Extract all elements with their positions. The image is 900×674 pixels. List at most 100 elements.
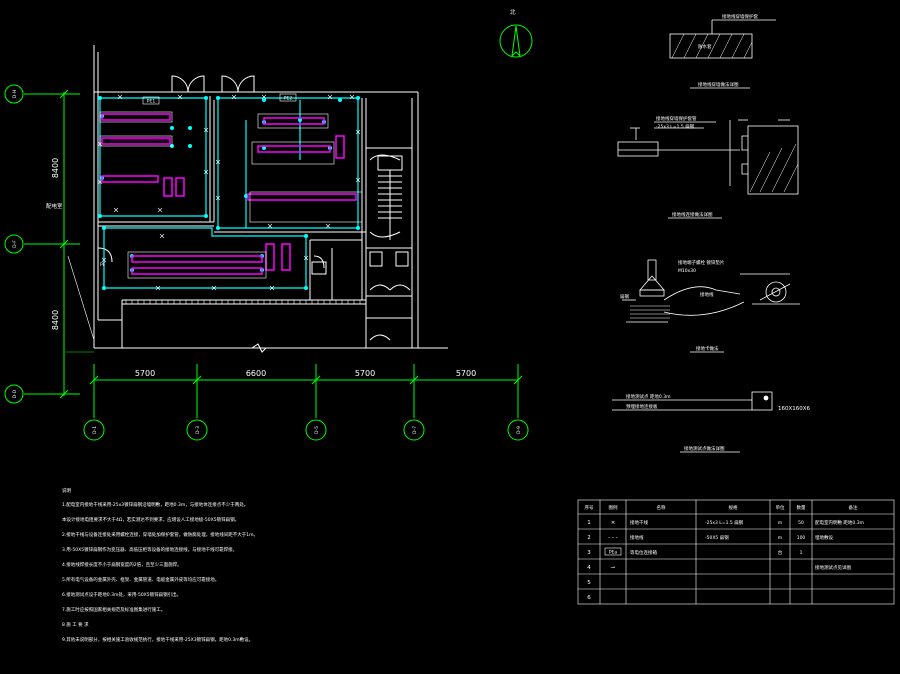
tag-pf: PF: [100, 262, 106, 268]
dim-left-2: 8400: [51, 310, 60, 330]
dimension-labels: 5700 6600 5700 5700 8400 8400 D-H D-F D-…: [12, 8, 522, 434]
note-line-1: 1.配电室内接地干线采用-25x3镀锌扁钢沿墙明敷，距地0.3m，与接地体连接点…: [62, 501, 248, 508]
conductor-cross-marks: [97, 94, 361, 291]
break-mark: [251, 343, 267, 353]
north-arrow-icon: [511, 25, 521, 58]
th-name: 名称: [657, 504, 666, 511]
switchgear-cabinets: [101, 113, 357, 275]
note-line-4: 3.用-50X5镀锌扁钢作为变压器、高低压柜等设备的接地连接线，与接地干线可靠焊…: [62, 546, 237, 553]
detail-3-label-a: 接地端子螺栓 镀锌垫片: [678, 259, 725, 266]
axis-label-left-3: D-D: [12, 389, 18, 398]
detail-1-label-top: 接地线穿墙保护套: [722, 13, 758, 20]
doors-top: [171, 75, 255, 93]
note-line-6: 5.所有电气设备的金属外壳、框架、金属管道、电缆金属外皮等均应可靠接地。: [62, 576, 219, 583]
detail-2: [617, 119, 799, 219]
dim-1: 5700: [135, 369, 155, 378]
bubble-bottom-2: [186, 419, 208, 441]
note-line-3: 2.接地干线与设备连接处采用螺栓连接，穿墙处加保护套管，做防腐处理，接地线间距不…: [62, 531, 258, 538]
detail-1: [669, 19, 776, 89]
cabinet-frames: [99, 111, 363, 279]
cabinet-row-5: [257, 145, 331, 153]
note-line-8: 7.施工时应按照国家相关规范及标准图集进行施工。: [62, 606, 165, 613]
equipment-tags: PE1 PE2 PF: [100, 93, 297, 268]
dim-4: 5700: [456, 369, 476, 378]
row3-index: 3: [587, 550, 591, 556]
bubble-bottom-4: [403, 419, 425, 441]
fixture-1: [369, 251, 383, 267]
axis-label-bottom-1: D-1: [92, 426, 98, 434]
row1-index: 1: [587, 520, 591, 526]
note-line-9: 8 施 工 要 求: [62, 621, 89, 628]
row3-qty: 1: [800, 550, 803, 556]
note-line-2: 本设计接地电阻要求不大于4Ω，若实测达不到要求，应增设人工接地极-50X5镀锌扁…: [62, 516, 239, 523]
legend-table: [577, 499, 895, 605]
door-arc-2: [389, 284, 411, 291]
row1-name: 接地干线: [630, 519, 648, 526]
detail-1-label-inner: 防水套: [698, 43, 712, 50]
row2-qty: 100: [797, 535, 806, 541]
cabinet-small-2: [175, 177, 185, 197]
bubble-bottom-3: [305, 419, 327, 441]
row4-symbol: ⊸: [611, 565, 616, 571]
axis-label-bottom-4: D-7: [412, 426, 418, 434]
axis-label-left-1: D-H: [12, 90, 18, 98]
fixture-2: [395, 251, 409, 267]
detail-2-label: -25x3 L=1.5 扁钢: [656, 123, 695, 130]
detail-3-title: 接地卡做法: [696, 345, 719, 352]
detail-2-title: 接地线连接做法详图: [672, 211, 713, 218]
detail-drawings: [612, 19, 800, 453]
row2-symbol: - - -: [608, 535, 617, 541]
door-arc-5: [97, 247, 113, 263]
cabinet-row-4: [263, 117, 325, 125]
bubble-left-3: [4, 384, 24, 404]
dim-left-1: 8400: [51, 158, 60, 178]
th-spec: 规格: [729, 504, 738, 511]
dim-2: 6600: [246, 369, 266, 378]
row3-symbol: PEa: [609, 550, 618, 556]
row1-remark: 配电室内明敷 距地0.3m: [815, 519, 864, 526]
floor-plan: [67, 45, 448, 353]
room-side-label: 配电室: [46, 202, 63, 210]
design-notes: 说明 1.配电室内接地干线采用-25x3镀锌扁钢沿墙明敷，距地0.3m，与接地体…: [62, 487, 258, 643]
fixture-3: [311, 261, 327, 275]
detail-3-label-c: 接地线: [700, 291, 714, 298]
stair: [369, 154, 403, 240]
th-symbol: 图例: [609, 504, 618, 511]
row4-index: 4: [587, 565, 591, 571]
row1-unit: m: [778, 521, 782, 526]
detail-4-label-b: 预埋接地连接板: [626, 403, 658, 410]
note-line-7: 6.接地测试点设于距地0.3m处，采用-50X5镀锌扁钢引出。: [62, 591, 181, 598]
th-remark: 备注: [849, 504, 858, 511]
cable-trench-hatch: [125, 300, 361, 304]
row2-index: 2: [587, 535, 591, 541]
row1-symbol: ×: [611, 520, 616, 526]
cabinet-small-3: [335, 135, 345, 159]
cabinet-row-6: [247, 193, 357, 201]
row5-index: 5: [587, 580, 591, 586]
detail-4: [612, 391, 773, 453]
detail-3: [622, 259, 800, 353]
axis-label-bottom-2: D-3: [195, 426, 201, 434]
note-line-5: 4.接地线焊接长度不小于扁钢宽度的2倍，且至少三面施焊。: [62, 561, 182, 568]
row2-unit: m: [778, 536, 782, 541]
axis-grid: [4, 24, 533, 441]
row1-spec: -25x3 L=1.5 扁钢: [705, 519, 744, 526]
axis-label-bottom-3: D-5: [314, 426, 320, 434]
detail-4-label-a: 接地测试点 距地0.3m: [626, 393, 670, 400]
th-qty: 数量: [797, 504, 806, 511]
note-line-10: 9.其他未说明部分，按相关施工验收规范执行，接地干线采用-25X3镀锌扁钢，距地…: [62, 636, 253, 643]
detail-4-title: 接地测试点做法详图: [684, 445, 725, 452]
door-arc-4: [313, 255, 325, 269]
th-unit: 单位: [776, 504, 785, 511]
axis-label-bottom-5: D-9: [516, 426, 522, 434]
bubble-bottom-5: [507, 419, 529, 441]
row2-name: 接地线: [630, 534, 644, 541]
cabinet-row-1: [101, 113, 171, 121]
door-arc-3: [369, 334, 391, 341]
notes-heading: 说明: [62, 487, 71, 494]
axis-label-left-2: D-F: [12, 240, 18, 248]
row6-index: 6: [587, 595, 591, 601]
tag-pe1: PE1: [147, 99, 156, 105]
